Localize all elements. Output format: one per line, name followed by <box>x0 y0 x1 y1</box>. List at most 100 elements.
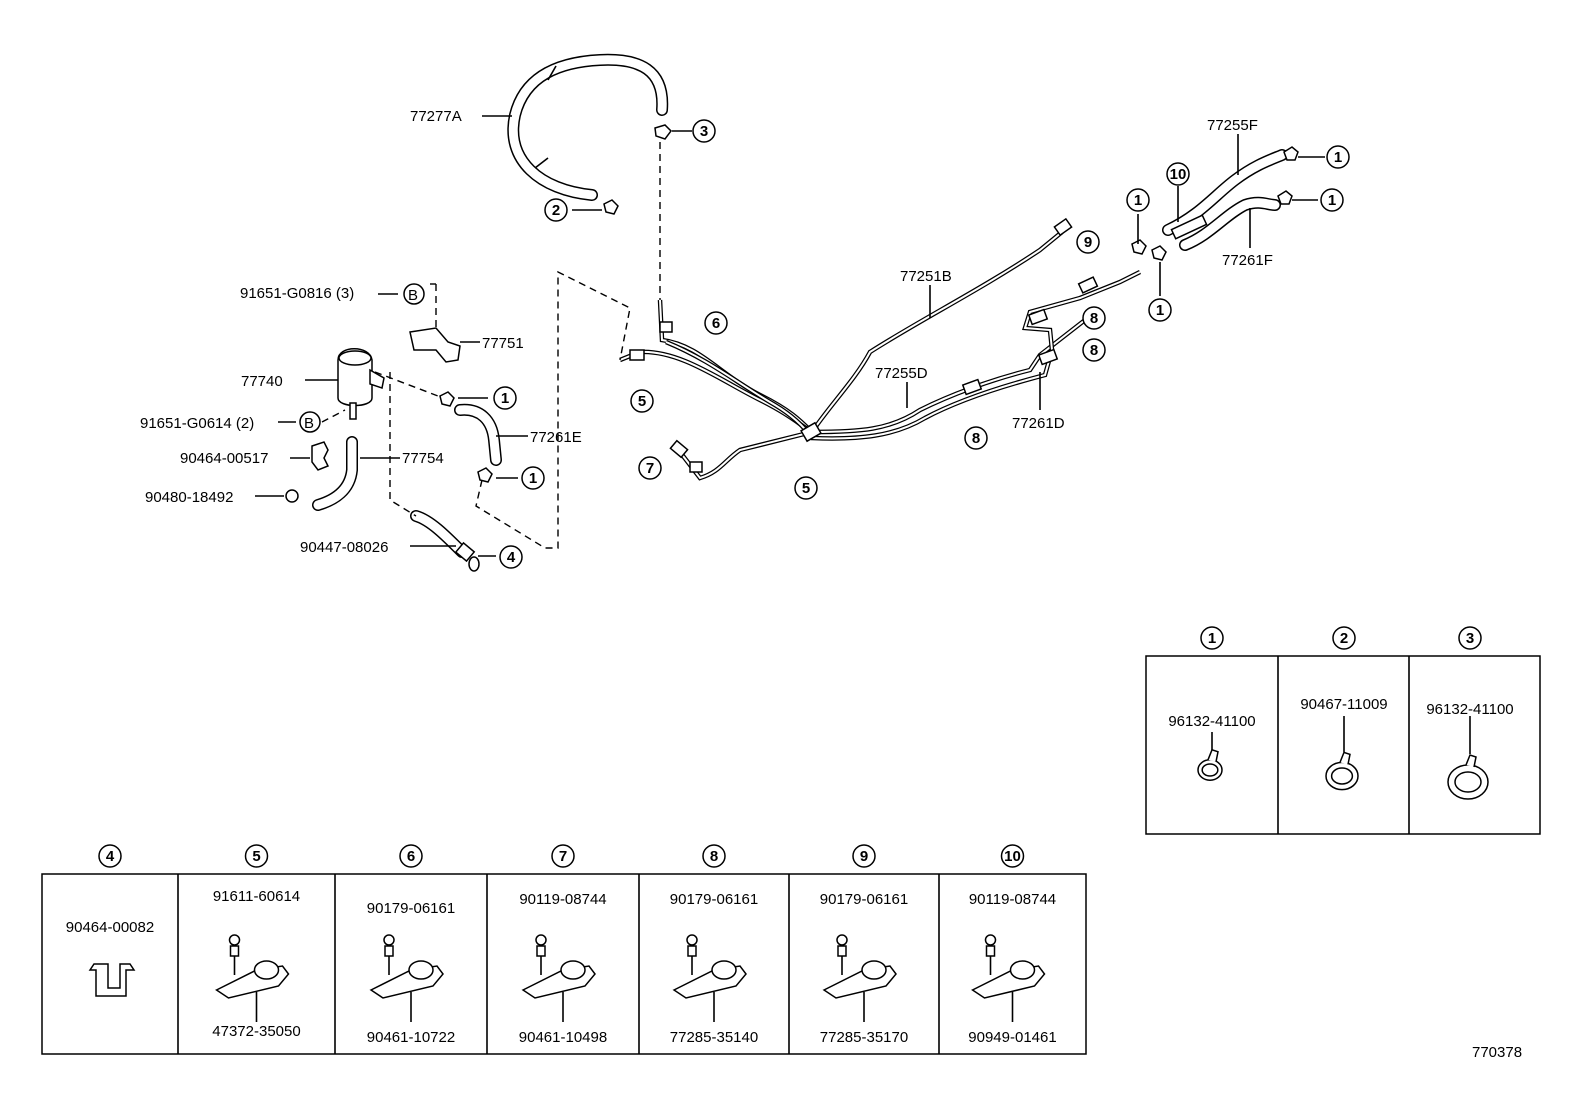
clamp-bracket-icon <box>88 963 136 997</box>
callout-main-1: 2 <box>544 198 568 222</box>
legend-bottom-top-part-5: 91611-60614 <box>213 888 300 905</box>
label-77261e: 77261E <box>530 429 582 446</box>
legend-bottom-top-part-8: 90179-06161 <box>670 891 758 908</box>
clamp-bracket-icon <box>822 934 897 1022</box>
drawing-number: 770378 <box>1472 1044 1522 1061</box>
legend-bottom-bottom-part-6: 90461-10722 <box>367 1029 455 1046</box>
bracket-77751-icon <box>409 327 461 363</box>
callout-main-3: 5 <box>630 389 654 413</box>
label-91651-g0614: 91651-G0614 (2) <box>140 415 254 432</box>
callout-main-11: 8 <box>1082 338 1106 362</box>
legend-top-part-3: 96132-41100 <box>1426 701 1513 718</box>
callout-main-0: 3 <box>692 119 716 143</box>
callout-main-15: 1 <box>1326 145 1350 169</box>
callout-main-6: 4 <box>499 545 523 569</box>
clamp-bracket-icon <box>369 934 444 1022</box>
clamp-bracket-icon <box>521 934 596 1022</box>
clamp-bracket-icon <box>672 934 747 1022</box>
hose-77261e <box>454 403 502 466</box>
legend-top-callout-2-number: 2 <box>1340 630 1348 647</box>
legend-top-callout-3: 3 <box>1458 626 1482 650</box>
hose-clamp-icon <box>1197 748 1223 781</box>
callout-main-4: 1 <box>493 386 517 410</box>
callout-main-16-number: 1 <box>1328 192 1336 209</box>
label-77751: 77751 <box>482 335 524 352</box>
callout-main-3-number: 5 <box>638 393 646 410</box>
b-mark-bottom: B <box>304 415 314 432</box>
legend-bottom-callout-7: 7 <box>551 844 575 868</box>
callout-main-17-number: 1 <box>1156 302 1164 319</box>
legend-top-part-1: 96132-41100 <box>1168 713 1255 730</box>
pipe-bundle <box>619 217 1142 481</box>
legend-bottom-bottom-part-8: 77285-35140 <box>670 1029 758 1046</box>
callout-main-12: 9 <box>1076 230 1100 254</box>
legend-top-callout-2: 2 <box>1332 626 1356 650</box>
legend-bottom-top-part-7: 90119-08744 <box>519 891 606 908</box>
callout-main-2: 6 <box>704 311 728 335</box>
legend-bottom-callout-5-number: 5 <box>252 848 260 865</box>
callout-main-10-number: 8 <box>1090 310 1098 327</box>
legend-bottom-callout-7-number: 7 <box>559 848 567 865</box>
legend-bottom-bottom-part-7: 90461-10498 <box>519 1029 607 1046</box>
callout-main-14: 1 <box>1126 188 1150 212</box>
hose-clamp-icon <box>1325 751 1359 791</box>
callout-main-7-number: 7 <box>646 460 654 477</box>
legend-bottom-callout-9: 9 <box>852 844 876 868</box>
legend-bottom-box <box>41 873 1087 1055</box>
label-91651-g0816: 91651-G0816 (3) <box>240 285 354 302</box>
legend-top-callout-3-number: 3 <box>1466 630 1474 647</box>
label-77277a: 77277A <box>410 108 462 125</box>
legend-bottom-callout-8-number: 8 <box>710 848 718 865</box>
legend-top-callout-1-number: 1 <box>1208 630 1216 647</box>
legend-bottom-callout-5: 5 <box>244 844 269 868</box>
legend-top-box <box>1145 655 1541 835</box>
legend-bottom-top-part-10: 90119-08744 <box>969 891 1056 908</box>
callout-main-9-number: 8 <box>972 430 980 447</box>
hose-77754 <box>312 436 358 511</box>
callout-main-17: 1 <box>1148 298 1172 322</box>
hose-clamp-icon <box>1447 754 1489 800</box>
label-90480-18492: 90480-18492 <box>145 489 233 506</box>
callout-main-5: 1 <box>521 466 545 490</box>
label-77740: 77740 <box>241 373 283 390</box>
cap-90480-18492-icon <box>285 489 299 503</box>
label-77251b: 77251B <box>900 268 952 285</box>
label-90464-00517: 90464-00517 <box>180 450 268 467</box>
label-77754: 77754 <box>402 450 444 467</box>
clip-3-icon <box>654 124 672 140</box>
legend-bottom-callout-8: 8 <box>702 844 726 868</box>
legend-bottom-bottom-part-9: 77285-35170 <box>820 1029 908 1046</box>
callout-main-0-number: 3 <box>700 123 708 140</box>
callout-main-11-number: 8 <box>1090 342 1098 359</box>
callout-main-5-number: 1 <box>529 470 537 487</box>
legend-bottom-callout-6-number: 6 <box>407 848 415 865</box>
callout-main-8: 5 <box>794 476 818 500</box>
label-77255f: 77255F <box>1207 117 1258 134</box>
hose-90447-08026 <box>410 510 480 572</box>
legend-bottom-callout-10: 10 <box>1000 844 1025 868</box>
legend-bottom-bottom-part-10: 90949-01461 <box>968 1029 1056 1046</box>
callout-main-16: 1 <box>1320 188 1344 212</box>
label-77261f: 77261F <box>1222 252 1273 269</box>
legend-bottom-top-part-9: 90179-06161 <box>820 891 908 908</box>
clamp-bracket-icon <box>971 934 1046 1022</box>
callout-main-6-number: 4 <box>507 549 516 566</box>
legend-bottom: 490464-00082591611-6061447372-3505069017… <box>66 844 1057 1054</box>
clip-1-left-a-icon <box>439 391 455 407</box>
clip-90464-00517-icon <box>311 441 330 471</box>
legend-bottom-callout-4-number: 4 <box>106 848 115 865</box>
legend-bottom-callout-4: 4 <box>98 844 122 868</box>
legend-top-callout-1: 1 <box>1200 626 1224 650</box>
clamp-bracket-icon <box>215 934 290 1022</box>
callout-main-8-number: 5 <box>802 480 810 497</box>
hoses-right <box>1131 146 1299 261</box>
b-mark-top: B <box>408 287 418 304</box>
callout-main-15-number: 1 <box>1334 149 1342 166</box>
callout-main-2-number: 6 <box>712 315 720 332</box>
callout-main-7: 7 <box>638 456 662 480</box>
label-90447-08026: 90447-08026 <box>300 539 388 556</box>
callout-main-4-number: 1 <box>501 390 509 407</box>
